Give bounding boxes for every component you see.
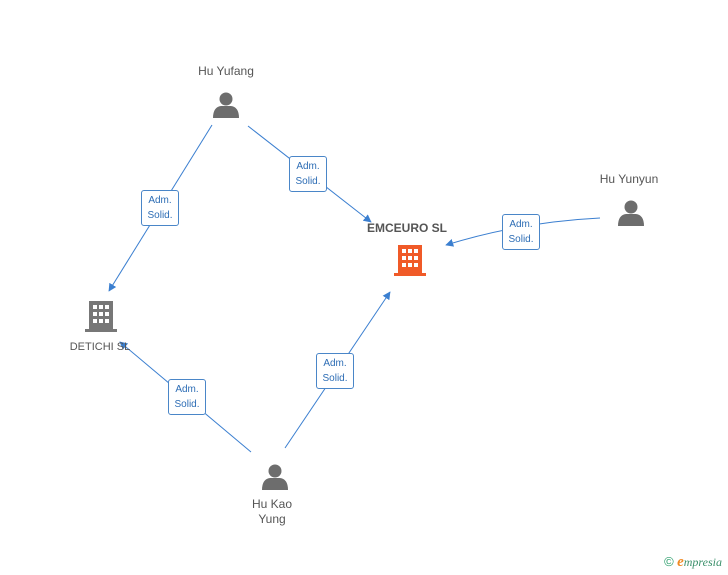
person-icon-hu-yufang[interactable] [213, 92, 239, 119]
edge-label-line: Solid. [322, 373, 348, 384]
copyright-symbol: © [664, 554, 674, 569]
edge-label-yunyun-emceuro: Adm. Solid. [502, 214, 540, 250]
empresia-logo[interactable]: © empresia [664, 554, 722, 571]
node-label-detichi[interactable]: DETICHI SL [69, 341, 131, 353]
building-icon-emceuro[interactable] [394, 245, 426, 276]
edge-label-line: Adm. [509, 219, 533, 230]
node-label-line: Hu Kao [251, 497, 293, 511]
building-icon-detichi[interactable] [85, 301, 117, 332]
node-label-hu-yunyun[interactable]: Hu Yunyun [599, 172, 659, 186]
edge-label-line: Solid. [147, 210, 173, 221]
brand-initial: e [677, 554, 684, 570]
edge-label-line: Solid. [508, 234, 534, 245]
node-label-line: Yung [258, 512, 286, 526]
node-label-hu-yufang[interactable]: Hu Yufang [198, 64, 254, 78]
edge-label-kaoyung-detichi: Adm. Solid. [168, 379, 206, 415]
edge-label-line: Adm. [148, 195, 172, 206]
edge-label-line: Adm. [175, 384, 199, 395]
edge-label-line: Solid. [295, 176, 321, 187]
person-icon-hu-kao-yung[interactable] [262, 464, 288, 491]
edge-label-line: Adm. [323, 358, 347, 369]
node-label-emceuro[interactable]: EMCEURO SL [366, 221, 447, 235]
edge-label-yufang-detichi: Adm. Solid. [141, 190, 179, 226]
edge-label-kaoyung-emceuro: Adm. Solid. [316, 353, 354, 389]
edge-label-line: Adm. [296, 161, 320, 172]
edge-label-line: Solid. [174, 399, 200, 410]
edge-label-yufang-emceuro: Adm. Solid. [289, 156, 327, 192]
brand-name: mpresia [683, 555, 722, 569]
person-icon-hu-yunyun[interactable] [618, 200, 644, 227]
node-label-hu-kao-yung[interactable]: Hu Kao Yung [232, 497, 312, 527]
